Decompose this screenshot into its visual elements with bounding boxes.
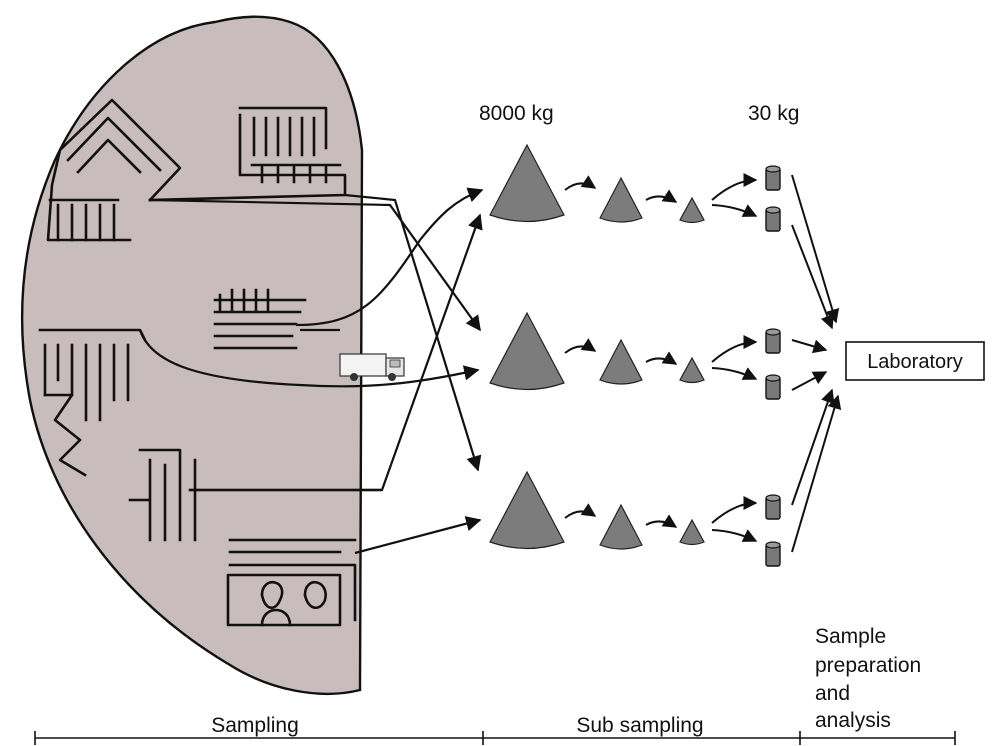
route-2	[148, 113, 347, 202]
sub-sampling-arrows	[564, 173, 758, 542]
sample-container-icon	[765, 494, 781, 520]
medium-pile-bottom	[599, 503, 643, 550]
laboratory-box	[845, 341, 985, 381]
sample-container-icon	[765, 328, 781, 354]
stage-sub-sampling-label: Sub sampling	[576, 714, 703, 737]
small-pile-bottom	[679, 518, 705, 546]
stage-analysis-line4: analysis	[815, 709, 891, 732]
stage-analysis-line1: Sample	[815, 625, 886, 648]
medium-piles	[599, 176, 643, 550]
lab-arrows	[791, 174, 842, 553]
route-3	[213, 298, 307, 350]
medium-pile-top	[599, 176, 643, 223]
route-6	[228, 538, 357, 622]
large-pile-top	[489, 143, 565, 223]
sample-container-icon	[765, 165, 781, 191]
sample-mass-label: 30 kg	[748, 102, 799, 125]
large-pile-middle	[489, 311, 565, 391]
sample-container-icon	[765, 374, 781, 400]
stage-analysis-line2: preparation	[815, 654, 921, 677]
garbage-truck-icon	[339, 353, 405, 381]
medium-pile-middle	[599, 338, 643, 385]
small-piles	[679, 196, 705, 546]
small-pile-middle	[679, 356, 705, 384]
large-pile-mass-label: 8000 kg	[479, 102, 554, 125]
sample-container-icon	[765, 206, 781, 232]
large-piles	[489, 143, 565, 550]
sample-containers	[765, 165, 781, 567]
stage-analysis-line3: and	[815, 682, 850, 705]
stage-sampling-label: Sampling	[211, 714, 299, 737]
route-to-pile-links	[138, 187, 484, 555]
route-1	[46, 98, 182, 242]
large-pile-bottom	[489, 470, 565, 550]
collection-routes	[38, 98, 382, 627]
small-pile-top	[679, 196, 705, 224]
stage-timeline	[34, 731, 956, 745]
laboratory-label: Laboratory	[867, 351, 963, 373]
route-5	[128, 448, 197, 542]
sample-container-icon	[765, 541, 781, 567]
